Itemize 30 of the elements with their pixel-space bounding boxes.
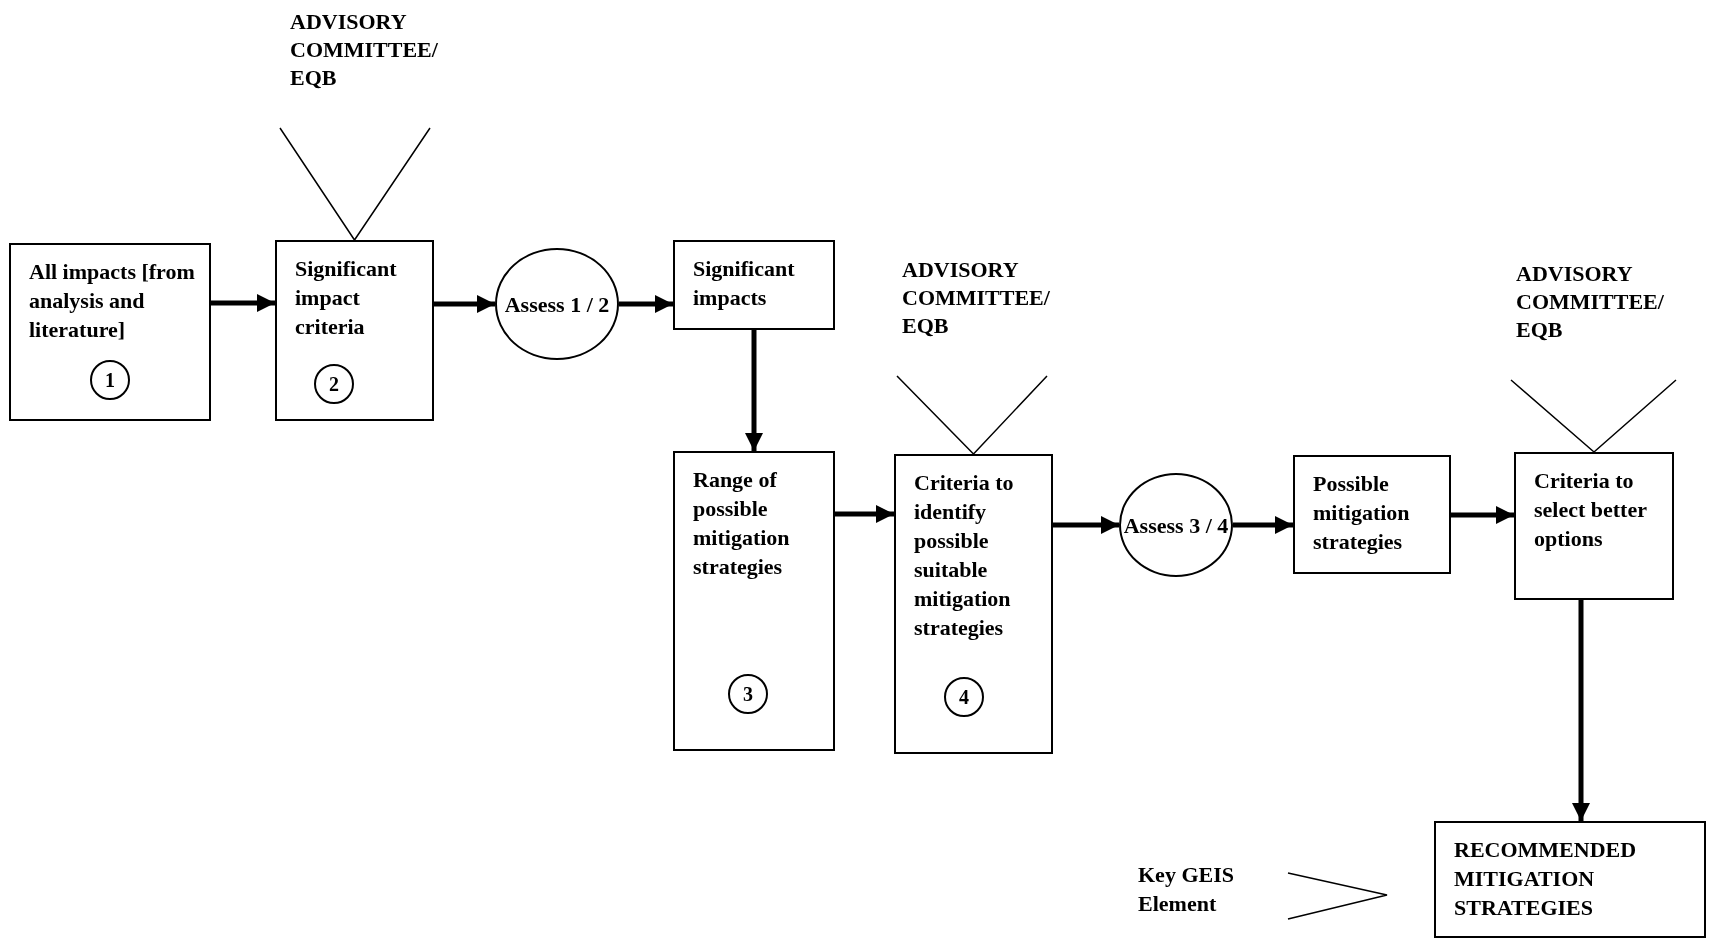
process-box: Criteria to select better options [1514, 452, 1674, 600]
step-number-circle: 2 [314, 364, 354, 404]
step-number-circle: 4 [944, 677, 984, 717]
funnel-lines [279, 127, 431, 241]
advisory-label: ADVISORY COMMITTEE/ EQB [1516, 260, 1706, 350]
arrow [434, 295, 495, 313]
funnel-lines [896, 375, 1048, 455]
advisory-label: ADVISORY COMMITTEE/ EQB [902, 256, 1077, 346]
process-box: RECOMMENDED MITIGATION STRATEGIES [1434, 821, 1706, 938]
process-box: All impacts [from analysis and literature] 1 [9, 243, 211, 421]
arrow [1572, 600, 1590, 821]
arrow [835, 505, 894, 523]
step-number-circle: 1 [90, 360, 130, 400]
arrow [1233, 516, 1293, 534]
process-box: Possible mitigation strategies [1293, 455, 1451, 574]
arrow [211, 294, 275, 312]
process-box: Range of possible mitigation strategies 3 [673, 451, 835, 751]
advisory-label: ADVISORY COMMITTEE/ EQB [290, 8, 460, 98]
arrow [1451, 506, 1514, 524]
funnel-lines [1510, 379, 1677, 453]
assess-circle: Assess 3 / 4 [1119, 473, 1233, 577]
process-box: Criteria to identify possible suitable mitigation strategies 4 [894, 454, 1053, 754]
arrow [745, 330, 763, 451]
process-box: Significant impacts [673, 240, 835, 330]
legend-text: Key GEIS Element [1138, 861, 1235, 918]
process-box: Significant impact criteria 2 [275, 240, 434, 421]
arrow [1053, 516, 1119, 534]
step-number-circle: 3 [728, 674, 768, 714]
assess-circle: Assess 1 / 2 [495, 248, 619, 360]
arrow [619, 295, 673, 313]
